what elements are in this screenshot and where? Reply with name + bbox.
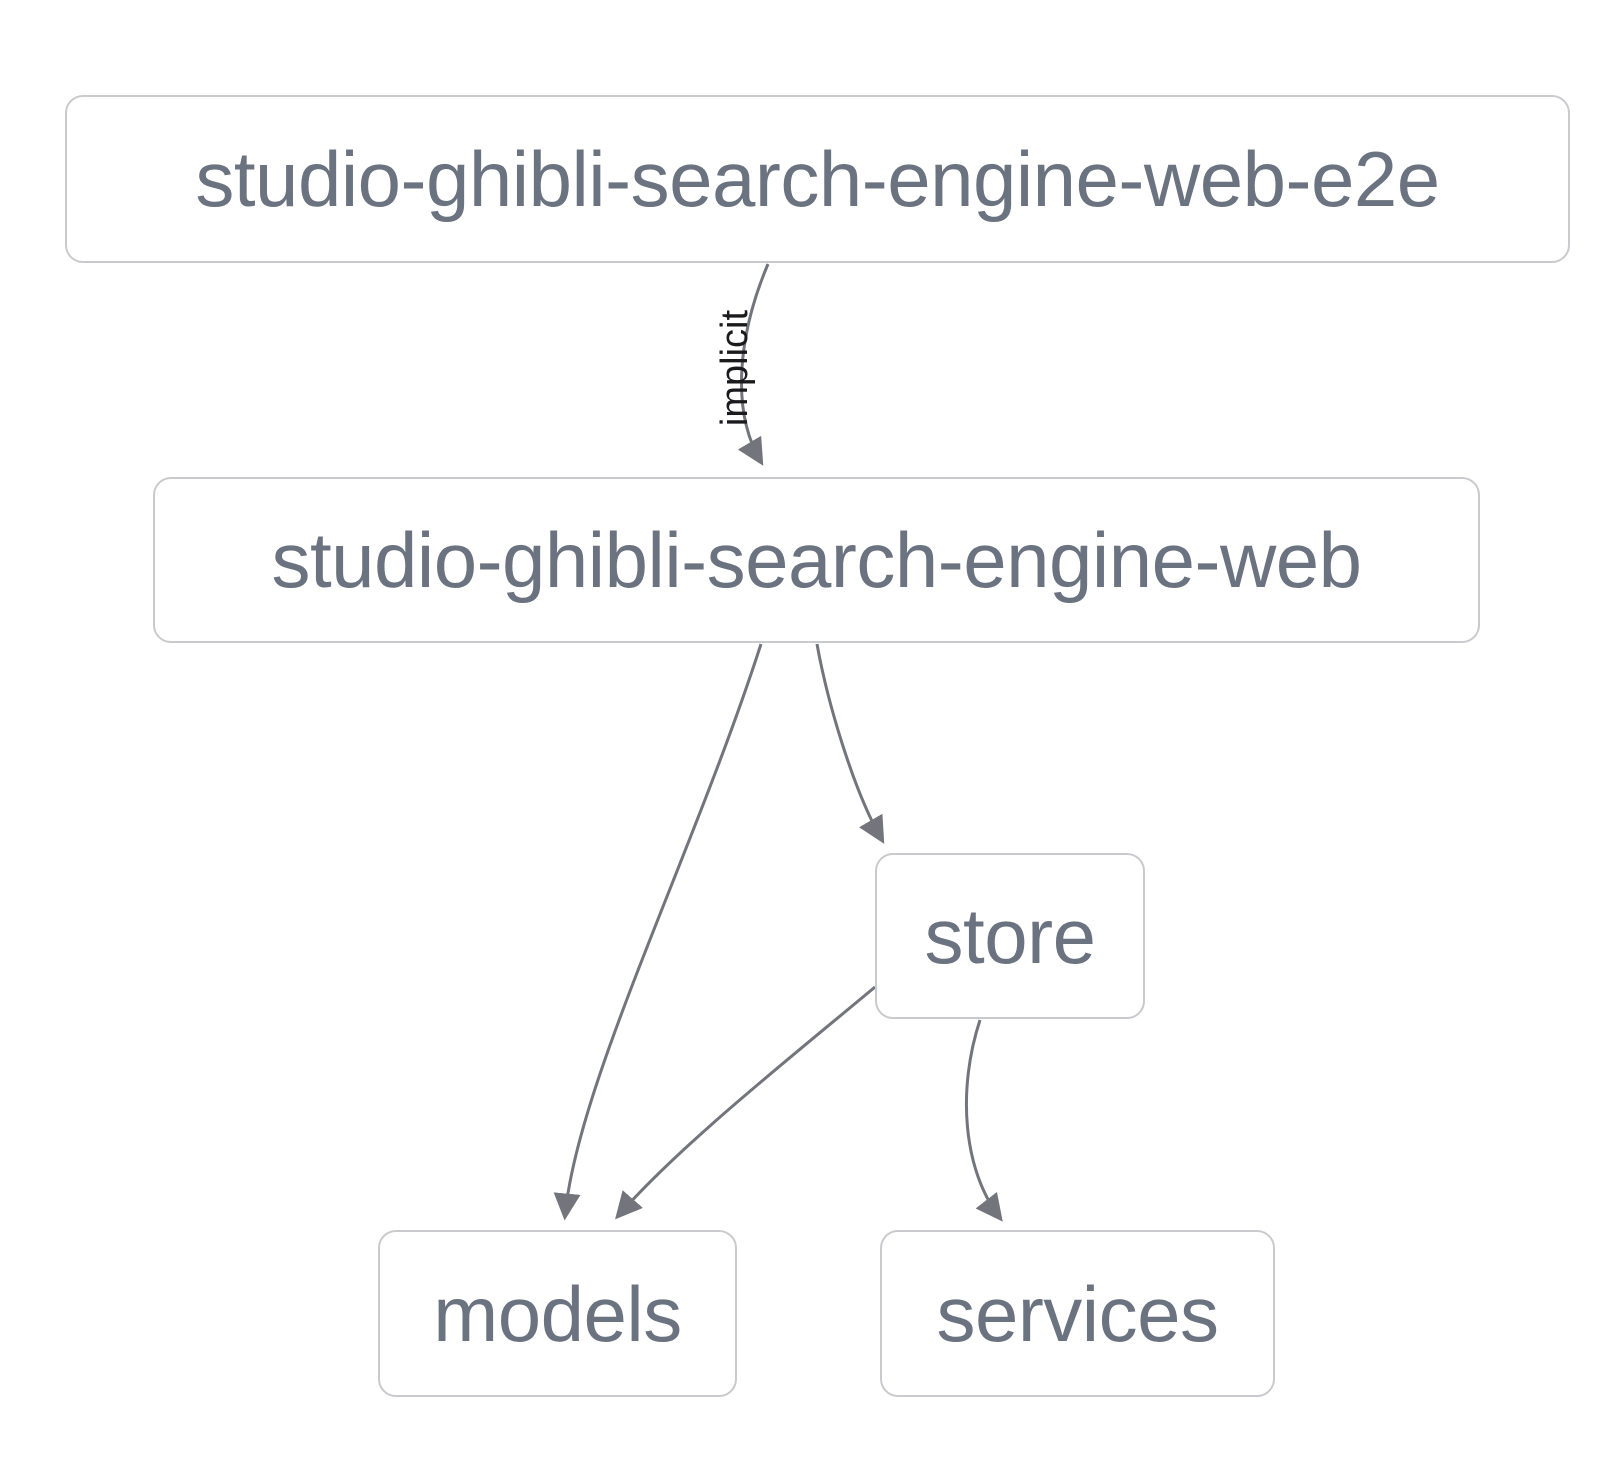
- node-models[interactable]: models: [378, 1230, 737, 1397]
- node-services[interactable]: services: [880, 1230, 1275, 1397]
- node-studio-ghibli-search-engine-web[interactable]: studio-ghibli-search-engine-web: [153, 477, 1480, 643]
- node-label: studio-ghibli-search-engine-web-e2e: [195, 135, 1440, 223]
- node-store[interactable]: store: [875, 853, 1145, 1019]
- edge-web-to-models[interactable]: [553, 643, 763, 1221]
- edge-store-to-models[interactable]: [615, 985, 876, 1220]
- edge-e2e-to-web[interactable]: [737, 263, 770, 466]
- node-label: models: [433, 1269, 682, 1358]
- node-label: studio-ghibli-search-engine-web: [271, 516, 1362, 604]
- node-studio-ghibli-search-engine-web-e2e[interactable]: studio-ghibli-search-engine-web-e2e: [65, 95, 1570, 263]
- node-label: services: [936, 1269, 1219, 1358]
- node-label: store: [924, 892, 1096, 980]
- edge-label-implicit: implicit: [714, 309, 756, 427]
- edge-store-to-services[interactable]: [964, 1019, 1003, 1222]
- edge-web-to-store[interactable]: [815, 643, 885, 844]
